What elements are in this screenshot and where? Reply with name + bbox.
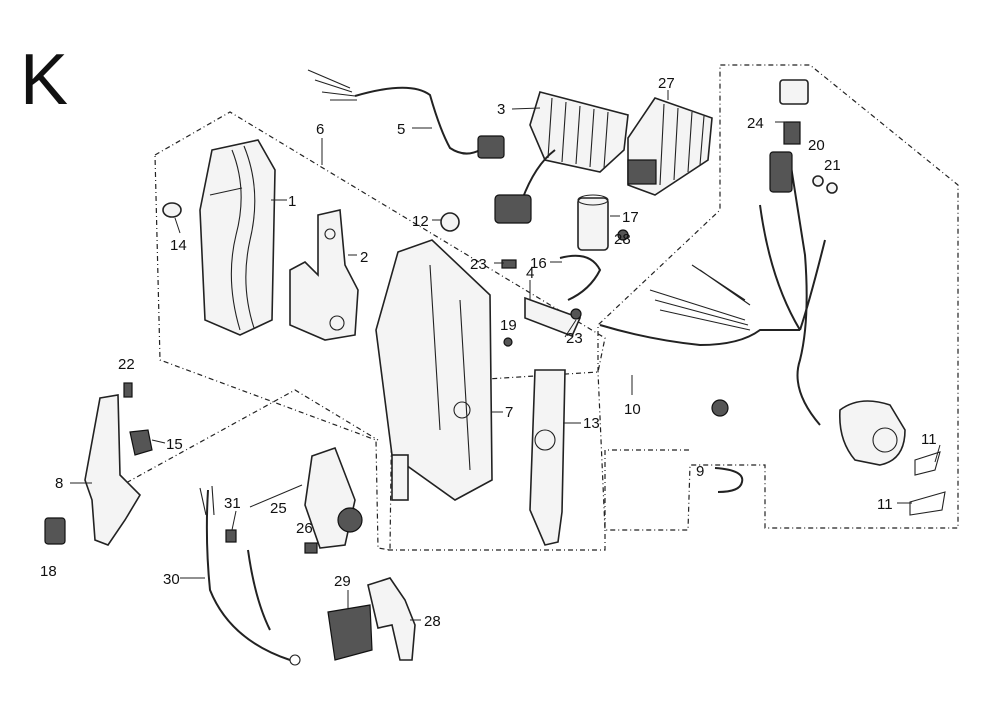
part-16-clamp xyxy=(559,254,602,301)
callout-14: 14 xyxy=(170,237,187,254)
callout-10: 10 xyxy=(624,401,641,418)
part-28-nut-top xyxy=(617,229,629,241)
part-11-terminals xyxy=(909,451,946,516)
part-8-stay xyxy=(84,394,142,546)
part-24-fuse-holder xyxy=(779,79,809,145)
callout-16: 16 xyxy=(530,255,547,272)
part-17-capacitor xyxy=(577,194,609,251)
callout-15: 15 xyxy=(166,436,183,453)
callout-11-lower: 11 xyxy=(877,496,893,513)
callout-20: 20 xyxy=(808,137,825,154)
callout-9: 9 xyxy=(696,463,704,480)
callout-6: 6 xyxy=(316,121,324,138)
part-19-screw xyxy=(503,337,513,347)
callout-28-upper: 28 xyxy=(614,231,631,248)
callout-23-left: 23 xyxy=(470,256,487,273)
part-23-screw-right xyxy=(570,308,582,320)
part-23-screw-top xyxy=(501,259,517,269)
callout-19: 19 xyxy=(500,317,517,334)
part-1-cover xyxy=(199,139,276,336)
sheet-letter: K xyxy=(20,40,68,120)
callout-11-upper: 11 xyxy=(921,431,937,448)
part-3-regulator xyxy=(494,91,629,224)
callout-32: 31 xyxy=(224,495,241,512)
callout-18: 18 xyxy=(40,563,57,580)
callout-17: 17 xyxy=(622,209,639,226)
callout-31: 30 xyxy=(163,571,180,588)
callout-8: 8 xyxy=(55,475,63,492)
part-31-harness xyxy=(199,485,301,666)
part-20-washer xyxy=(812,175,824,187)
part-30-outlet xyxy=(327,604,373,661)
callout-4: 4 xyxy=(526,265,534,282)
part-2-bracket xyxy=(289,209,359,341)
callout-30: 29 xyxy=(334,573,351,590)
callout-1: 1 xyxy=(288,193,296,210)
part-4-plate xyxy=(524,296,582,338)
part-27-regulator xyxy=(627,97,713,196)
callout-24: 24 xyxy=(747,115,764,132)
callout-numbers: 1 2 3 4 5 6 7 8 9 10 11 11 12 13 14 15 1… xyxy=(40,75,937,630)
part-25-breaker xyxy=(304,446,363,549)
part-9-clip xyxy=(714,467,744,493)
part-18-plug xyxy=(44,517,66,545)
control-box-group-outline xyxy=(154,111,606,551)
callout-27: 27 xyxy=(658,75,675,92)
part-5-harness xyxy=(307,69,505,159)
bracket-group-outline xyxy=(388,449,690,551)
part-13-stay xyxy=(529,369,566,546)
callout-28-lower: 28 xyxy=(424,613,441,630)
callout-13: 13 xyxy=(583,415,600,432)
callout-5: 5 xyxy=(397,121,405,138)
part-14-grommet xyxy=(162,202,182,218)
callout-23-right: 23 xyxy=(566,330,583,347)
callout-25: 25 xyxy=(270,500,287,517)
callout-26: 26 xyxy=(296,520,313,537)
part-10-wiring-harness xyxy=(599,151,826,426)
part-15-clip xyxy=(129,429,153,456)
callout-21: 21 xyxy=(824,157,841,174)
leader-lines xyxy=(70,90,941,621)
outlet-socket xyxy=(838,400,906,466)
part-22-bolt xyxy=(123,382,133,398)
part-21-washer xyxy=(826,182,838,194)
callout-22: 22 xyxy=(118,356,135,373)
part-7-control-panel xyxy=(375,239,493,501)
part-26-screw xyxy=(304,542,318,554)
callout-3: 3 xyxy=(497,101,505,118)
part-29-bracket xyxy=(367,577,416,661)
grommet-icon xyxy=(711,399,729,417)
stay-group-outline xyxy=(94,389,379,501)
callout-12: 12 xyxy=(412,213,429,230)
part-32-screw xyxy=(225,529,237,543)
callout-7: 7 xyxy=(505,404,513,421)
part-12-grommet xyxy=(440,212,460,232)
callout-2: 2 xyxy=(360,249,368,266)
